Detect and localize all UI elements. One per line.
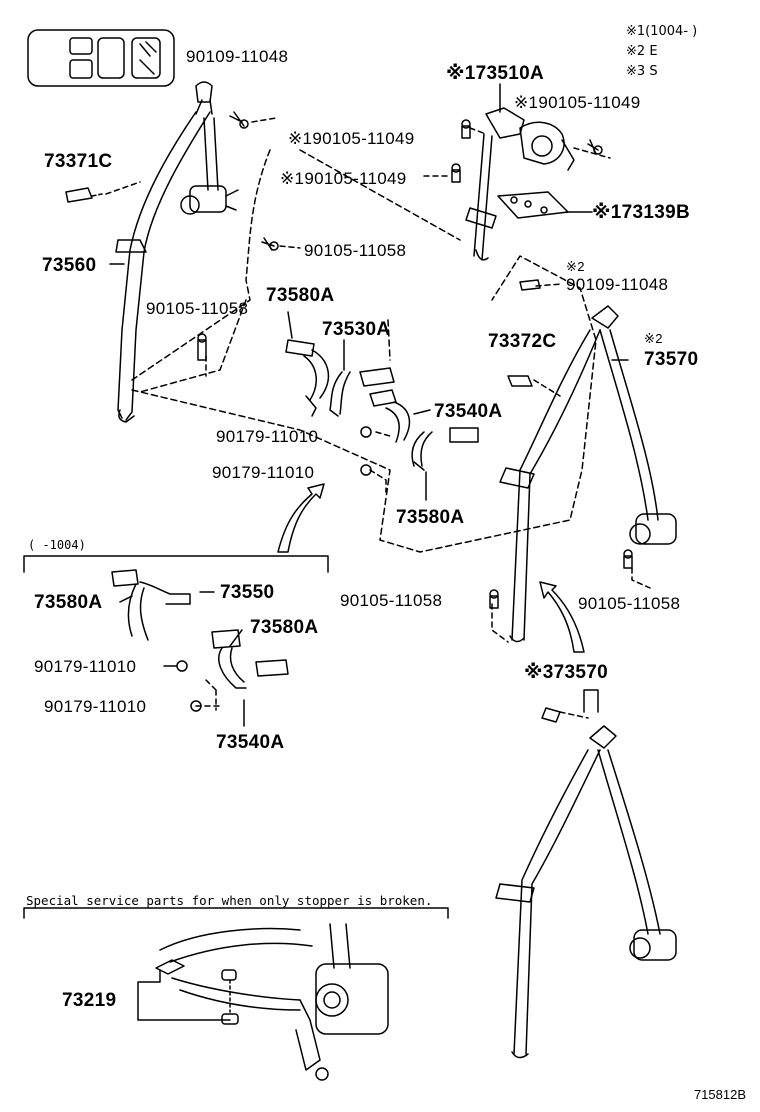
label-73580A-mid: 73580A [396, 507, 465, 528]
label-73219: 73219 [62, 990, 117, 1011]
label-73570-top-mark: ※2 [644, 331, 663, 346]
label-73540A-bot: 73540A [216, 732, 285, 753]
special-service-inset [23, 907, 449, 1081]
label-90179-11010-c: 90179-11010 [34, 657, 137, 676]
figure-number: 715812B [693, 1087, 746, 1102]
buckle-73580A-mid [360, 427, 479, 476]
buckle-73540A [360, 389, 411, 443]
view-arrows [277, 483, 585, 653]
label-73580A-left: 73580A [34, 592, 103, 613]
label-73560: 73560 [42, 255, 97, 276]
inset-older-buckles [23, 555, 329, 712]
seat-layout-icon [27, 29, 175, 87]
buckle-73530A [329, 367, 395, 417]
legend-item-3: ※3 S [626, 64, 658, 79]
leader-lines-solid [109, 83, 629, 1021]
label-73580A-right: 73580A [250, 617, 319, 638]
label-90105-11058-b: 90105-11058 [146, 299, 249, 318]
clip-73371C [65, 187, 103, 203]
label-73510A: ※173510A [446, 63, 544, 84]
label-90179-11010-d: 90179-11010 [44, 697, 147, 716]
label-90105-11058-a: 90105-11058 [304, 241, 407, 260]
right-belt-assembly-73570 [489, 279, 677, 643]
label-73540A-top: 73540A [434, 401, 503, 422]
right-belt-assembly-73570-S [495, 707, 677, 1059]
label-73570-bot: ※373570 [524, 662, 608, 683]
retractor-73510A [465, 107, 575, 261]
label-90105-11049-mid2: ※190105-11049 [280, 169, 407, 188]
legend-item-2: ※2 E [626, 44, 658, 59]
label-73550: 73550 [220, 582, 275, 603]
label-90109-11048-right: 90109-11048 [566, 275, 669, 294]
left-belt-assembly-73560 [115, 81, 239, 423]
leader-lines [105, 117, 651, 719]
label-73139B: ※173139B [592, 202, 690, 223]
buckle-73580A-top [285, 339, 330, 417]
label-special-service-note: Special service parts for when only stop… [26, 893, 433, 908]
legend-item-1: ※1(1004- ) [626, 24, 698, 39]
label-73372C: 73372C [488, 331, 557, 352]
label-90109-11048-right-mark: ※2 [566, 259, 585, 274]
label-73530A: 73530A [322, 319, 391, 340]
label-90179-11010-b: 90179-11010 [212, 463, 315, 482]
bolt-group-top-right [451, 119, 603, 183]
label-73371C: 73371C [44, 151, 113, 172]
bracket-73139B [497, 191, 569, 219]
label-73580A-top: 73580A [266, 285, 335, 306]
label-date-range: ( -1004) [28, 538, 86, 552]
seat-outline [131, 149, 597, 553]
label-90105-11049-right: ※190105-11049 [514, 93, 641, 112]
label-73570-top: 73570 [644, 349, 699, 370]
label-90105-11049-mid1: ※190105-11049 [288, 129, 415, 148]
label-90109-11048-top: 90109-11048 [186, 47, 289, 66]
label-90105-11058-d: 90105-11058 [578, 594, 681, 613]
label-90105-11058-c: 90105-11058 [340, 591, 443, 610]
label-90179-11010-a: 90179-11010 [216, 427, 319, 446]
